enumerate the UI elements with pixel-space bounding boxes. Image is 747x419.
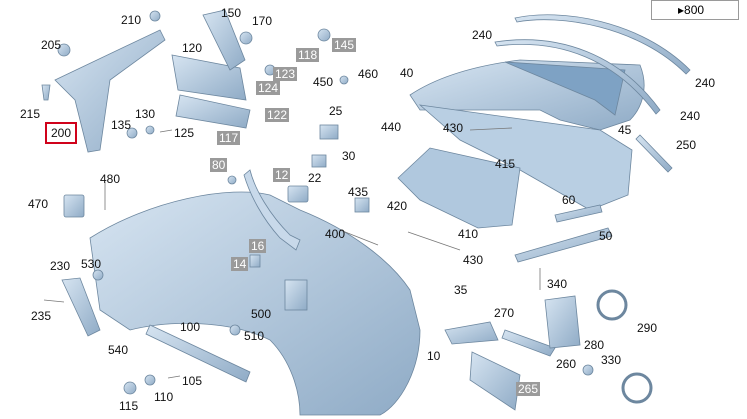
part-label-p480[interactable]: 480: [100, 172, 121, 186]
part-label-p100[interactable]: 100: [180, 320, 201, 334]
part-label-p25[interactable]: 25: [329, 104, 343, 118]
part-label-p420[interactable]: 420: [387, 199, 408, 213]
part-label-p235[interactable]: 235: [31, 309, 52, 323]
part-label-p40[interactable]: 40: [400, 66, 414, 80]
nav-800-button[interactable]: ▸800: [651, 0, 739, 20]
part-label-p22[interactable]: 22: [308, 171, 322, 185]
part-label-p135[interactable]: 135: [111, 118, 132, 132]
part-label-p115[interactable]: 115: [119, 399, 139, 413]
part-label-p170[interactable]: 170: [252, 14, 273, 28]
part-label-p240c[interactable]: 240: [680, 109, 701, 123]
part-label-p124[interactable]: 124: [256, 81, 281, 95]
part-label-p240b[interactable]: 240: [695, 76, 716, 90]
part-label-p10[interactable]: 10: [427, 349, 441, 363]
part-label-p205[interactable]: 205: [41, 38, 62, 52]
part-label-p12[interactable]: 12: [273, 168, 291, 182]
part-label-p460[interactable]: 460: [358, 67, 379, 81]
part-label-p430b[interactable]: 430: [463, 253, 484, 267]
part-label-p210[interactable]: 210: [121, 13, 142, 27]
part-label-p16[interactable]: 16: [249, 239, 267, 253]
part-label-p330[interactable]: 330: [601, 353, 622, 367]
part-label-p123[interactable]: 123: [273, 67, 298, 81]
part-label-p110[interactable]: 110: [154, 390, 174, 404]
part-label-p340[interactable]: 340: [547, 277, 568, 291]
part-label-p80[interactable]: 80: [210, 158, 228, 172]
part-label-p440[interactable]: 440: [381, 120, 402, 134]
part-label-p230[interactable]: 230: [50, 259, 71, 273]
part-label-p45[interactable]: 45: [618, 123, 632, 137]
part-label-p265[interactable]: 265: [516, 382, 541, 396]
part-label-p435[interactable]: 435: [348, 185, 369, 199]
part-label-p270[interactable]: 270: [494, 306, 515, 320]
part-label-p105[interactable]: 105: [182, 374, 203, 388]
part-label-p280[interactable]: 280: [584, 338, 605, 352]
part-label-p122[interactable]: 122: [265, 108, 290, 122]
part-label-p150[interactable]: 150: [221, 6, 242, 20]
part-label-p400[interactable]: 400: [325, 227, 346, 241]
part-label-p35[interactable]: 35: [454, 283, 468, 297]
part-label-p215[interactable]: 215: [20, 107, 41, 121]
part-label-p540[interactable]: 540: [108, 343, 129, 357]
nav-800-label: ▸800: [678, 3, 705, 17]
part-label-p50[interactable]: 50: [599, 229, 613, 243]
part-label-p415[interactable]: 415: [495, 157, 516, 171]
part-label-p30[interactable]: 30: [342, 149, 356, 163]
part-label-p125[interactable]: 125: [174, 126, 195, 140]
part-label-p410[interactable]: 410: [458, 227, 479, 241]
part-label-p470[interactable]: 470: [28, 197, 49, 211]
part-label-p290[interactable]: 290: [637, 321, 658, 335]
part-label-p60[interactable]: 60: [562, 193, 576, 207]
part-label-p530[interactable]: 530: [81, 257, 102, 271]
part-label-p510[interactable]: 510: [244, 329, 265, 343]
part-label-p130[interactable]: 130: [135, 107, 156, 121]
part-label-p500[interactable]: 500: [251, 307, 272, 321]
part-label-p260[interactable]: 260: [556, 357, 577, 371]
part-label-p200[interactable]: 200: [45, 122, 78, 144]
part-label-p450[interactable]: 450: [313, 75, 334, 89]
part-label-p120[interactable]: 120: [182, 41, 203, 55]
part-label-p145[interactable]: 145: [332, 38, 357, 52]
part-label-p14[interactable]: 14: [231, 257, 249, 271]
part-label-p240a[interactable]: 240: [472, 28, 493, 42]
part-label-p117[interactable]: 117: [217, 131, 241, 145]
part-label-p250[interactable]: 250: [676, 138, 697, 152]
part-label-p118[interactable]: 118: [296, 48, 320, 62]
part-label-p430a[interactable]: 430: [443, 121, 464, 135]
